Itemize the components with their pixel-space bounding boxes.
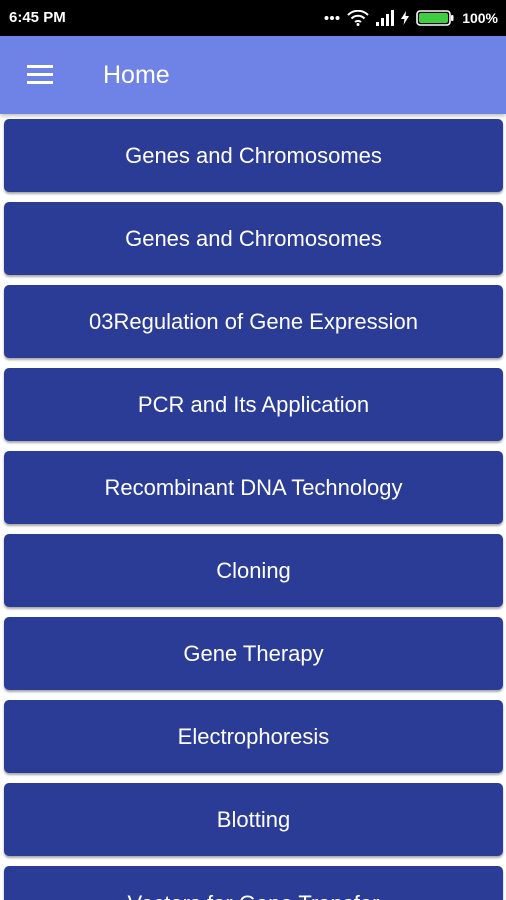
- status-icons: 100%: [324, 8, 498, 28]
- topic-button-label: Recombinant DNA Technology: [104, 474, 403, 500]
- more-dots-icon: [324, 15, 340, 21]
- topic-list[interactable]: Genes and Chromosomes Genes and Chromoso…: [0, 114, 506, 900]
- topic-button[interactable]: Cloning: [4, 534, 503, 607]
- topic-button-label: Genes and Chromosomes: [125, 142, 382, 168]
- topic-button[interactable]: Genes and Chromosomes: [4, 119, 503, 192]
- topic-button[interactable]: Gene Therapy: [4, 617, 503, 690]
- topic-button[interactable]: 03Regulation of Gene Expression: [4, 285, 503, 358]
- topic-button[interactable]: Recombinant DNA Technology: [4, 451, 503, 524]
- topic-button[interactable]: PCR and Its Application: [4, 368, 503, 441]
- charging-bolt-icon: [401, 11, 410, 25]
- topic-button-label: Gene Therapy: [183, 640, 324, 666]
- topic-button[interactable]: Blotting: [4, 783, 503, 856]
- topic-button-label: PCR and Its Application: [137, 391, 370, 417]
- battery-icon: [416, 10, 454, 26]
- topic-button-label: Genes and Chromosomes: [125, 225, 382, 251]
- app-bar: Home: [0, 36, 506, 114]
- page-title: Home: [103, 61, 170, 89]
- topic-button-label: Vectors for Gene Transfer: [128, 891, 380, 900]
- topic-button[interactable]: Vectors for Gene Transfer: [4, 866, 503, 900]
- battery-percentage: 100%: [462, 10, 498, 26]
- topic-button[interactable]: Genes and Chromosomes: [4, 202, 503, 275]
- status-time: 6:45 PM: [9, 9, 66, 26]
- topic-button-label: Cloning: [216, 557, 291, 583]
- hamburger-menu-icon[interactable]: [27, 65, 53, 85]
- signal-icon: [376, 10, 395, 26]
- wifi-icon: [347, 10, 369, 26]
- topic-button[interactable]: Electrophoresis: [4, 700, 503, 773]
- topic-button-label: 03Regulation of Gene Expression: [89, 308, 418, 334]
- topic-button-label: Electrophoresis: [177, 723, 330, 749]
- status-bar: 6:45 PM: [0, 0, 506, 36]
- topic-button-label: Blotting: [216, 806, 291, 832]
